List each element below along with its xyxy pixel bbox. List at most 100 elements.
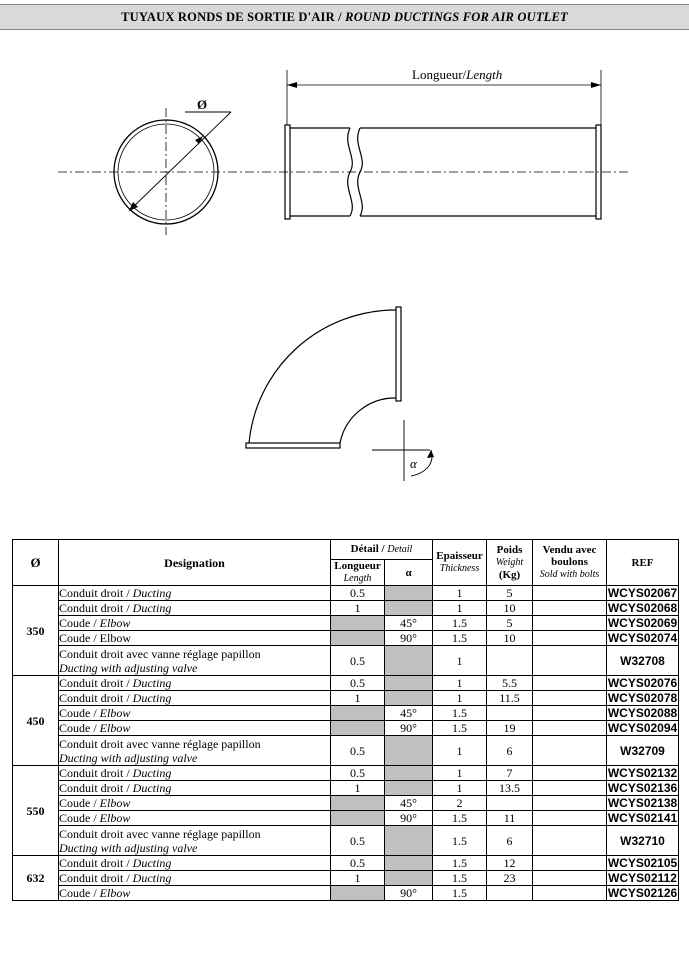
designation-fr: Conduit droit / — [59, 676, 133, 690]
length-cell: 0.5 — [330, 675, 385, 691]
designation-fr: Conduit droit avec vanne réglage papillo… — [59, 736, 261, 751]
weight-cell: 12 — [486, 855, 534, 871]
length-arrow-left — [287, 82, 297, 88]
alpha-cell — [383, 645, 434, 676]
designation-fr: Conduit droit avec vanne réglage papillo… — [59, 826, 261, 841]
sold-with-bolts-cell — [532, 855, 608, 871]
thickness-cell: 1.5 — [432, 705, 488, 721]
header-ref: REF — [606, 539, 680, 586]
length-cell: 0.5 — [330, 855, 385, 871]
designation-cell: Conduit droit / Ducting — [58, 585, 331, 601]
diameter-symbol: Ø — [197, 97, 207, 112]
length-cell: 0.5 — [330, 645, 385, 676]
header-thickness-fr: Epaisseur — [436, 550, 483, 562]
designation-cell: Coude / Elbow — [58, 720, 331, 736]
alpha-cell — [383, 780, 434, 796]
designation-fr: Conduit droit / — [59, 586, 133, 600]
designation-cell: Coude / Elbow — [58, 630, 331, 646]
thickness-cell: 1.5 — [432, 885, 488, 901]
designation-fr: Conduit droit / — [59, 781, 133, 795]
weight-cell: 19 — [486, 720, 534, 736]
designation-cell: Conduit droit / Ducting — [58, 765, 331, 781]
ref-cell: WCYS02074 — [606, 630, 680, 646]
thickness-cell: 1 — [432, 645, 488, 676]
length-label: Longueur/Length — [412, 67, 502, 82]
diameter-cell: 632 — [12, 855, 59, 901]
length-cell: 0.5 — [330, 585, 385, 601]
sold-with-bolts-cell — [532, 810, 608, 826]
header-sold-fr: Vendu avec boulons — [542, 544, 597, 568]
elbow-drawing — [245, 306, 434, 481]
header-diameter: Ø — [12, 539, 59, 586]
diameter-cell: 350 — [12, 585, 59, 676]
designation-en: Elbow — [99, 811, 131, 825]
diameter-cell: 450 — [12, 675, 59, 766]
designation-cell: Coude / Elbow — [58, 705, 331, 721]
length-cell — [330, 885, 385, 901]
thickness-cell: 1.5 — [432, 810, 488, 826]
designation-cell: Coude / Elbow — [58, 810, 331, 826]
designation-en: Ducting — [132, 766, 172, 780]
thickness-cell: 1 — [432, 735, 488, 766]
header-weight-fr: Poids — [496, 544, 523, 556]
designation-fr: Coude / — [59, 796, 100, 810]
designation-cell: Conduit droit avec vanne réglage papillo… — [58, 735, 331, 766]
elbow-flange-bottom — [245, 442, 341, 449]
ref-cell: W32708 — [606, 645, 680, 676]
alpha-cell — [383, 585, 434, 601]
alpha-cell — [383, 600, 434, 616]
length-cell — [330, 810, 385, 826]
designation-en: Ducting — [132, 856, 172, 870]
thickness-cell: 1.5 — [432, 630, 488, 646]
sold-with-bolts-cell — [532, 765, 608, 781]
sold-with-bolts-cell — [532, 780, 608, 796]
thickness-cell: 1.5 — [432, 870, 488, 886]
designation-en: Elbow — [99, 616, 131, 630]
header-length-en: Length — [343, 573, 372, 584]
length-cell: 0.5 — [330, 765, 385, 781]
designation-fr: Coude / — [59, 886, 100, 900]
pipe-outer-circle — [113, 119, 219, 225]
elbow-flange-right — [395, 306, 402, 402]
alpha-cell: 45° — [383, 705, 434, 721]
sold-with-bolts-cell — [532, 585, 608, 601]
ref-cell: WCYS02136 — [606, 780, 680, 796]
ref-cell: WCYS02068 — [606, 600, 680, 616]
weight-cell: 23 — [486, 870, 534, 886]
pipe-flange-left — [284, 124, 291, 220]
header-length-fr: Longueur — [334, 560, 381, 572]
designation-cell: Conduit droit / Ducting — [58, 600, 331, 616]
designation-en: Ducting — [132, 676, 172, 690]
break-line-right — [357, 127, 363, 217]
designation-fr: Coude / — [59, 811, 100, 825]
ref-cell: WCYS02132 — [606, 765, 680, 781]
alpha-cell — [383, 870, 434, 886]
sold-with-bolts-cell — [532, 885, 608, 901]
designation-en: Elbow — [99, 721, 131, 735]
header-detail: Détail / Detail — [329, 539, 434, 560]
weight-cell: 7 — [486, 765, 534, 781]
ref-cell: WCYS02094 — [606, 720, 680, 736]
weight-cell — [486, 795, 534, 811]
table-row: Conduit droit avec vanne réglage papillo… — [13, 645, 680, 676]
designation-fr: Coude / — [59, 721, 100, 735]
ref-cell: WCYS02138 — [606, 795, 680, 811]
designation-cell: Conduit droit avec vanne réglage papillo… — [58, 825, 331, 856]
sold-with-bolts-cell — [532, 735, 608, 766]
page-title: TUYAUX RONDS DE SORTIE D'AIR / ROUND DUC… — [0, 4, 689, 30]
thickness-cell: 1 — [432, 780, 488, 796]
header-detail-en: Detail — [387, 544, 413, 555]
